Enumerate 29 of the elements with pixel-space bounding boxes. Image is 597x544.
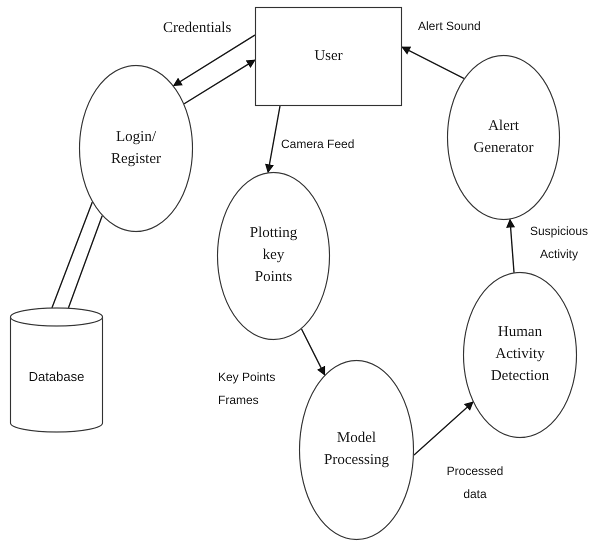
database-cylinder: [10, 308, 103, 432]
edge-label: Processed data: [446, 463, 504, 503]
process-circle: [447, 55, 560, 220]
connector-line: [51, 202, 93, 308]
node-label: Login/ Register: [110, 128, 162, 168]
edge-label: Credentials: [163, 19, 232, 38]
edge-label: Key Points Frames: [218, 369, 276, 409]
arrow: [265, 106, 281, 174]
node-label: Model Processing: [323, 429, 390, 470]
arrow: [172, 34, 256, 86]
process-circle: [79, 65, 193, 232]
node-label: Human Activity Detection: [490, 323, 550, 386]
edge-label: Suspicious Activity: [528, 223, 590, 263]
node-label: Alert Generator: [472, 116, 534, 158]
edge-label: Camera Feed: [281, 136, 354, 153]
arrow: [184, 59, 256, 104]
entity-box: [255, 7, 402, 106]
node-label: User: [314, 46, 343, 66]
arrow: [401, 46, 464, 80]
node-label: Plotting key Points: [248, 224, 298, 287]
process-circle: [463, 272, 577, 438]
arrow: [506, 218, 516, 273]
process-circle: [217, 172, 330, 340]
arrow: [413, 401, 474, 456]
edge-label: Alert Sound: [418, 18, 481, 35]
store-label: Database: [28, 368, 84, 386]
process-circle: [299, 360, 414, 540]
connector-line: [68, 215, 103, 308]
arrow: [300, 328, 326, 376]
